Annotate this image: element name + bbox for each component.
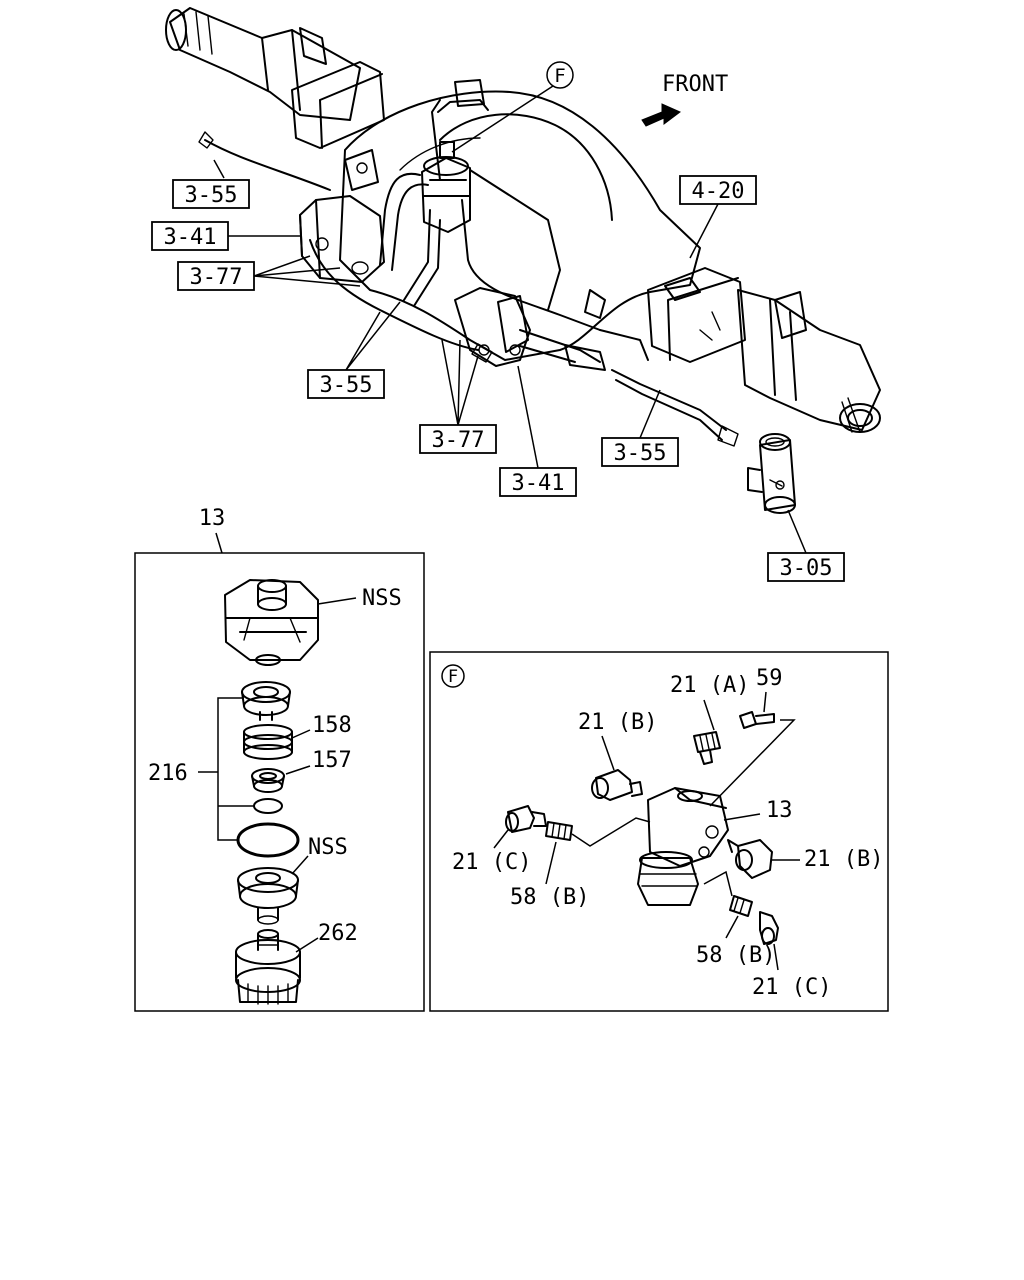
small-o-ring <box>253 798 283 814</box>
part-label-58b-right: 58 (B) <box>696 943 775 968</box>
fitting-21a-part <box>693 731 721 765</box>
part-label-21c-left: 21 (C) <box>452 850 531 875</box>
ref-label-3-41-b: 3-41 <box>512 471 565 496</box>
ref-label-4-20: 4-20 <box>692 179 745 204</box>
ref-label-3-77-a: 3-77 <box>190 265 243 290</box>
cover-nss-mid-part <box>237 867 299 925</box>
brake-pipes <box>198 79 739 447</box>
part-label-21b-top: 21 (B) <box>578 710 657 735</box>
exploded-panel-title: 13 <box>199 506 226 531</box>
front-direction-indicator: FRONT <box>641 72 728 127</box>
part-label-59: 59 <box>756 666 783 691</box>
relay-valve-center <box>421 141 471 233</box>
fitting-21b-right-part <box>727 839 773 879</box>
part-label-nss-top: NSS <box>362 586 402 611</box>
ref-box-3-55-a: 3-55 <box>172 179 250 209</box>
front-label: FRONT <box>662 72 728 97</box>
part-label-158: 158 <box>312 713 352 738</box>
ref-label-3-55-b: 3-55 <box>320 373 373 398</box>
part-label-21a: 21 (A) <box>670 673 749 698</box>
large-o-ring <box>236 822 300 858</box>
detail-marker-f-callout: F <box>451 61 574 153</box>
part-label-nss-mid: NSS <box>308 835 348 860</box>
brake-chamber-left <box>299 195 385 283</box>
detail-panel-marker: F <box>448 667 458 687</box>
part-label-157: 157 <box>312 748 352 773</box>
part-label-21b-right: 21 (B) <box>804 847 883 872</box>
axle-leader-lines <box>213 159 807 554</box>
retainer-cap-part <box>241 681 291 721</box>
front-arrow-icon <box>641 103 681 127</box>
ref-box-3-41-a: 3-41 <box>151 221 229 251</box>
fitting-21c-right-part <box>759 911 779 945</box>
detail-marker-f: F <box>554 65 565 87</box>
part-label-216: 216 <box>148 761 188 786</box>
part-label-13-detail: 13 <box>766 798 793 823</box>
relay-valve-13-part <box>637 787 729 906</box>
valve-body-top-part <box>224 579 319 666</box>
ref-label-3-55-c: 3-55 <box>614 441 667 466</box>
bolt-59-part <box>739 711 775 729</box>
ref-label-3-77-b: 3-77 <box>432 428 485 453</box>
ref-box-3-05: 3-05 <box>767 552 845 582</box>
ref-label-3-55-a: 3-55 <box>185 183 238 208</box>
ref-box-3-77-b: 3-77 <box>419 424 497 454</box>
base-262-part <box>235 929 301 1005</box>
spring-158-part <box>243 724 293 760</box>
fitting-21c-left-part <box>505 805 547 833</box>
ref-box-3-55-b: 3-55 <box>307 369 385 399</box>
rear-axle-housing <box>165 7 881 433</box>
part-label-21c-right: 21 (C) <box>752 975 831 1000</box>
ref-box-3-77-a: 3-77 <box>177 261 255 291</box>
ref-box-3-55-c: 3-55 <box>601 437 679 467</box>
valve-3-05-part <box>747 433 796 514</box>
nipple-58b-left-part <box>545 821 573 841</box>
nipple-58b-right-part <box>729 895 753 917</box>
ref-box-4-20: 4-20 <box>679 175 757 205</box>
ref-box-3-41-b: 3-41 <box>499 467 577 497</box>
part-label-58b-left: 58 (B) <box>510 885 589 910</box>
exploded-view-panel: 13 NSS 158 <box>134 506 425 1012</box>
ref-label-3-41-a: 3-41 <box>164 225 217 250</box>
detail-view-panel: F 13 21 (A) 59 <box>429 651 889 1012</box>
part-label-262: 262 <box>318 921 358 946</box>
ref-label-3-05: 3-05 <box>780 556 833 581</box>
piston-157-part <box>251 768 285 793</box>
fitting-21b-top-part <box>591 769 643 801</box>
